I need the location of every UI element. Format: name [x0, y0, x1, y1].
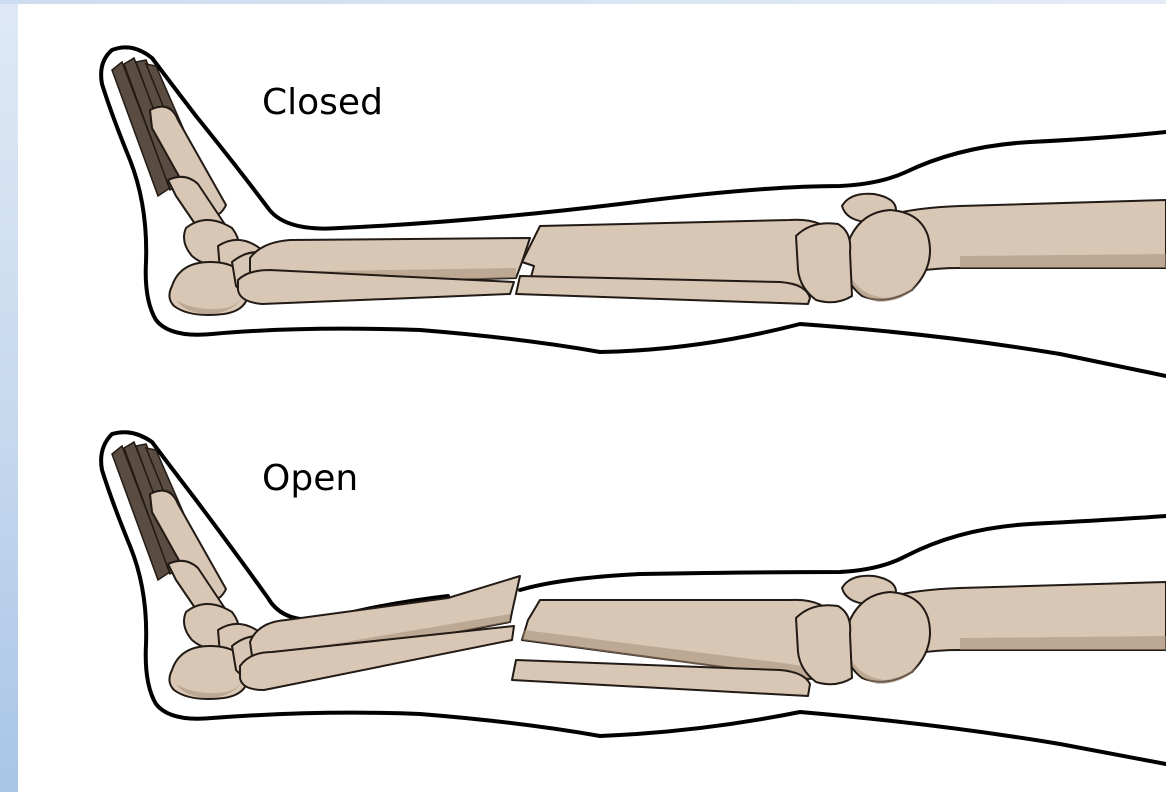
closed-label: Closed — [262, 82, 383, 123]
open-label: Open — [262, 458, 358, 499]
open-fracture-illustration — [101, 432, 1166, 764]
closed-fracture-illustration — [101, 47, 1166, 376]
fracture-diagram: Closed Open — [18, 4, 1166, 792]
slide-left-border — [0, 0, 18, 792]
